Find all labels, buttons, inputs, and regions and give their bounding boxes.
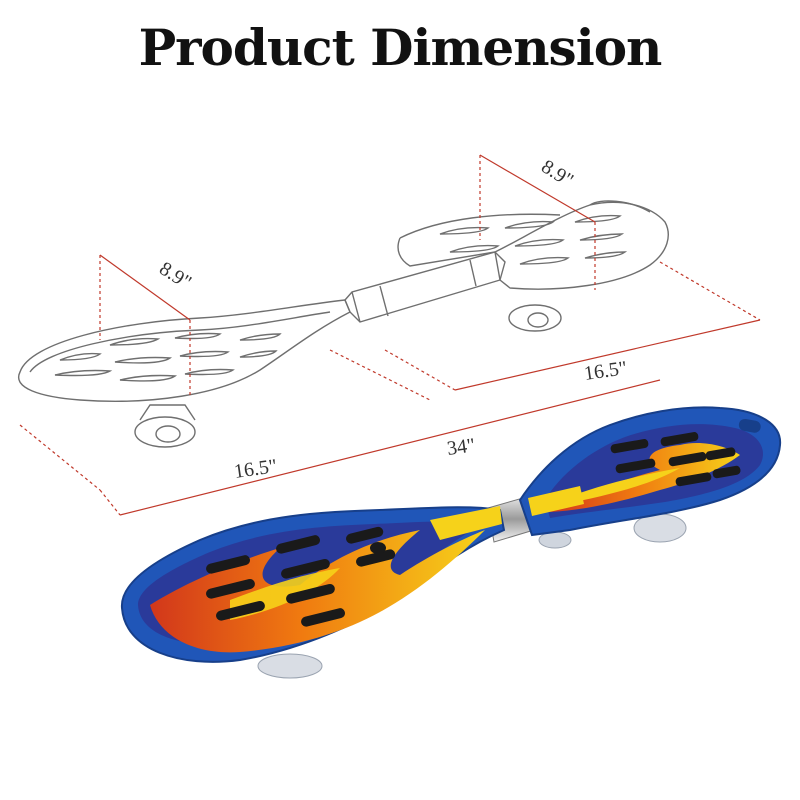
outline-right-deck-nose: [589, 200, 651, 213]
left-length-label: 16.5": [233, 455, 279, 483]
product-right-grip-strips: [610, 432, 741, 487]
outline-right-deck: [494, 201, 669, 290]
right-height-label: 8.9": [537, 156, 577, 192]
dimension-labels: 8.9" 8.9" 16.5" 16.5" 34": [155, 156, 628, 483]
outline-left-deck-rim: [29, 311, 331, 373]
product-handle-slot: [738, 418, 761, 433]
outline-left-grip-pattern: [54, 332, 282, 382]
product-skateboard-photo: [120, 406, 782, 679]
outline-right-wheel: [508, 304, 562, 332]
right-length-dimension-line: [454, 319, 761, 391]
outline-skateboard-drawing: [17, 200, 669, 448]
outline-right-deck-body: [399, 213, 561, 239]
total-length-dimension-line: [119, 379, 661, 516]
left-height-dimension-line: [99, 254, 191, 321]
left-length-dimension-line: [19, 424, 101, 491]
outline-neck: [344, 251, 506, 323]
product-left-wheel: [257, 653, 323, 679]
product-left-grip-strips: [206, 526, 396, 627]
page-title: Product Dimension: [138, 18, 663, 77]
dimension-lines: [19, 154, 761, 516]
outline-left-wheel: [134, 416, 196, 448]
right-length-label: 16.5": [583, 357, 629, 385]
outline-left-deck: [17, 299, 351, 402]
left-height-label: 8.9": [155, 258, 195, 294]
right-height-dimension-line: [479, 154, 596, 223]
total-length-label: 34": [446, 434, 477, 460]
